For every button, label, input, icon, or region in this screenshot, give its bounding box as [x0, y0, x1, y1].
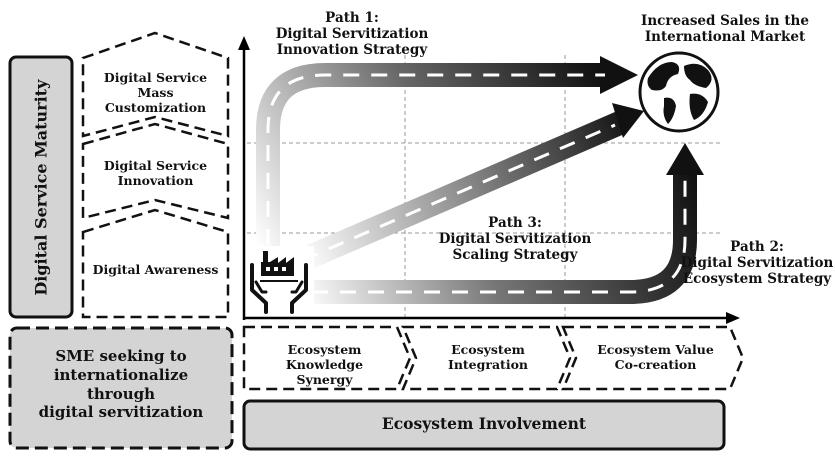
- involvement-axis-label: Ecosystem Involvement: [381, 414, 587, 433]
- path-2-road: [310, 143, 704, 304]
- maturity-level-1-label: Digital Service Mass Customization: [103, 70, 208, 115]
- axes: [238, 36, 740, 324]
- path-3-road: [293, 103, 644, 274]
- involvement-stage-2-shape: [401, 325, 572, 391]
- path-1-label: Path 1: Digital Servitization Innovation…: [275, 10, 429, 59]
- path-2-label: Path 2: Digital Servitization Ecosystem …: [680, 239, 834, 288]
- involvement-stage-3-shape: [561, 325, 745, 391]
- maturity-level-3-shape: [81, 208, 230, 319]
- path-1-road: [256, 56, 638, 255]
- involvement-stage-3-label: Ecosystem Value Co-creation: [597, 342, 714, 372]
- involvement-stages: [242, 325, 745, 391]
- maturity-level-2-label: Digital Service Innovation: [103, 158, 208, 188]
- maturity-levels: [81, 31, 230, 319]
- involvement-stage-2-label: Ecosystem Integration: [447, 342, 529, 372]
- grid-lines: [247, 55, 722, 317]
- sme-label: SME seeking to internationalize through …: [38, 347, 204, 422]
- factory-in-hands-icon: [248, 246, 314, 314]
- involvement-axis-panel: [242, 399, 726, 451]
- maturity-level-2-shape: [81, 122, 230, 220]
- globe-icon: [638, 51, 720, 133]
- maturity-level-3-label: Digital Awareness: [92, 262, 219, 277]
- involvement-stage-1-label: Ecosystem Knowledge Synergy: [285, 342, 364, 387]
- path-3-label: Path 3: Digital Servitization Scaling St…: [438, 215, 592, 264]
- involvement-stage-1-shape: [242, 325, 412, 391]
- maturity-level-1-shape: [81, 31, 230, 138]
- target-label: Increased Sales in the International Mar…: [641, 13, 809, 46]
- maturity-axis-panel: [8, 55, 74, 319]
- maturity-axis-label: Digital Service Maturity: [31, 79, 51, 296]
- sme-panel: [8, 326, 234, 450]
